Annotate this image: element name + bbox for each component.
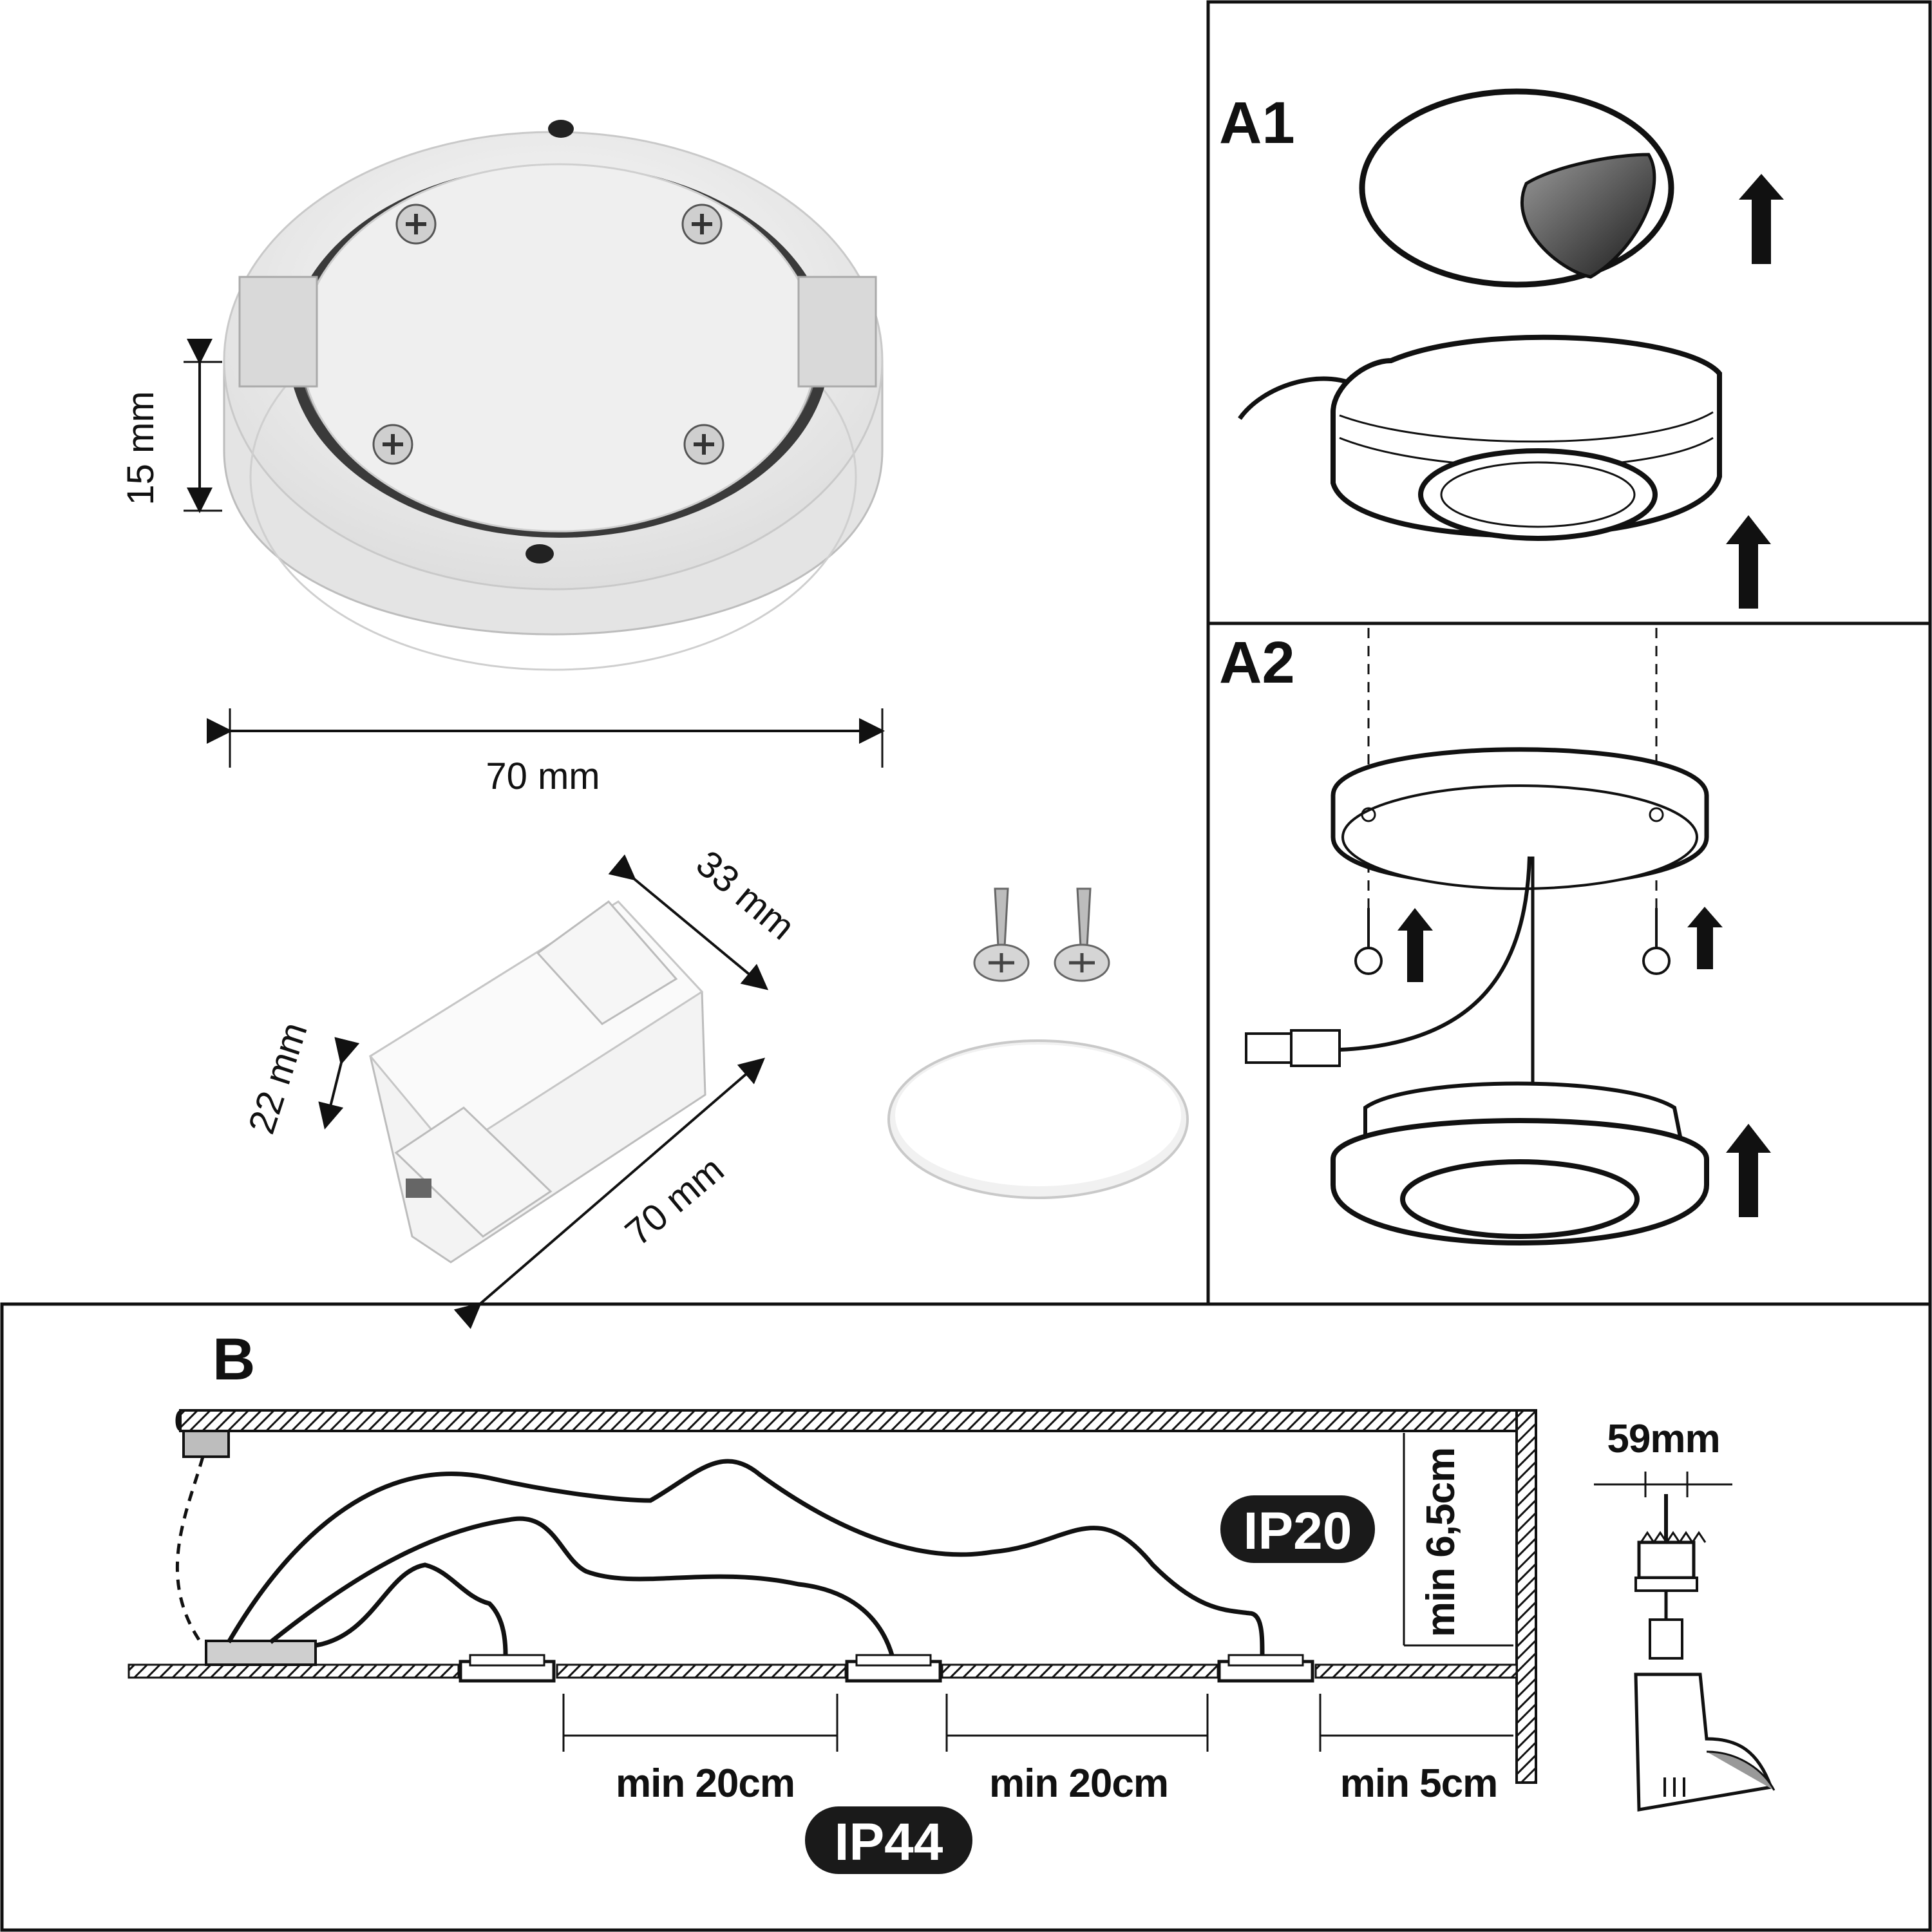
driver-unit [176,1430,317,1666]
wall-distance-label: min 5cm [1340,1761,1498,1806]
diameter-dimension-label: 70 mm [486,755,600,797]
screw-icon [1354,908,1383,975]
screw-icon [1054,887,1110,982]
luminaire-product [223,120,884,671]
screw-head-icon [372,424,413,465]
ip44-label: IP44 [835,1813,943,1871]
luminaire-a1-illustration [1238,334,1722,541]
adhesive-pad [887,1039,1189,1199]
cable-illustration [1245,856,1535,1082]
adhesive-tape-illustration [1359,88,1674,288]
spacing-2-label: min 20cm [989,1761,1168,1806]
drill-icon [1634,1494,1776,1812]
spacing-marks [562,1694,1513,1752]
min-height-label: min 6,5cm [1419,1448,1463,1637]
mounting-screws [973,887,1110,982]
recessed-light [459,1654,556,1683]
screw-head-icon [683,424,724,465]
cabinet-section [128,1409,1537,1784]
driver-width-label: 33 mm [688,842,803,948]
wiring [226,1459,1265,1656]
cutout-dimension [1594,1472,1732,1497]
cutout-label: 59mm [1607,1417,1719,1461]
arrow-up-icon [1397,908,1433,982]
panel-b-label: B [213,1327,255,1392]
height-dimension: 15 mm [120,339,222,513]
recessed-light [1217,1654,1314,1683]
ip20-label: IP20 [1244,1502,1352,1560]
diameter-dimension: 70 mm [207,708,885,797]
screw-head-icon [395,204,437,245]
driver-height-label: 22 mm [240,1018,316,1139]
arrow-up-icon [1739,174,1784,264]
driver-length-label: 70 mm [618,1148,732,1254]
screw-head-icon [681,204,723,245]
panel-a1-label: A1 [1219,90,1295,156]
screw-icon [973,887,1030,982]
mounting-ring-illustration [1331,747,1709,890]
panel-a2-label: A2 [1219,630,1295,696]
plug-icon [1245,1032,1293,1064]
ip44-badge: IP44 [805,1806,972,1874]
screw-icon [1642,908,1671,975]
ip20-badge: IP20 [1220,1495,1375,1563]
driver-height-dimension: 22 mm [240,1018,360,1139]
arrow-up-icon [1726,1124,1771,1217]
panel-b-frame [0,1302,1932,1932]
recessed-light [845,1654,942,1683]
arrow-up-icon [1687,907,1723,969]
height-dimension-label: 15 mm [120,391,162,505]
luminaire-a2-illustration [1331,1081,1709,1245]
spacing-1-label: min 20cm [616,1761,795,1806]
arrow-up-icon [1726,515,1771,609]
